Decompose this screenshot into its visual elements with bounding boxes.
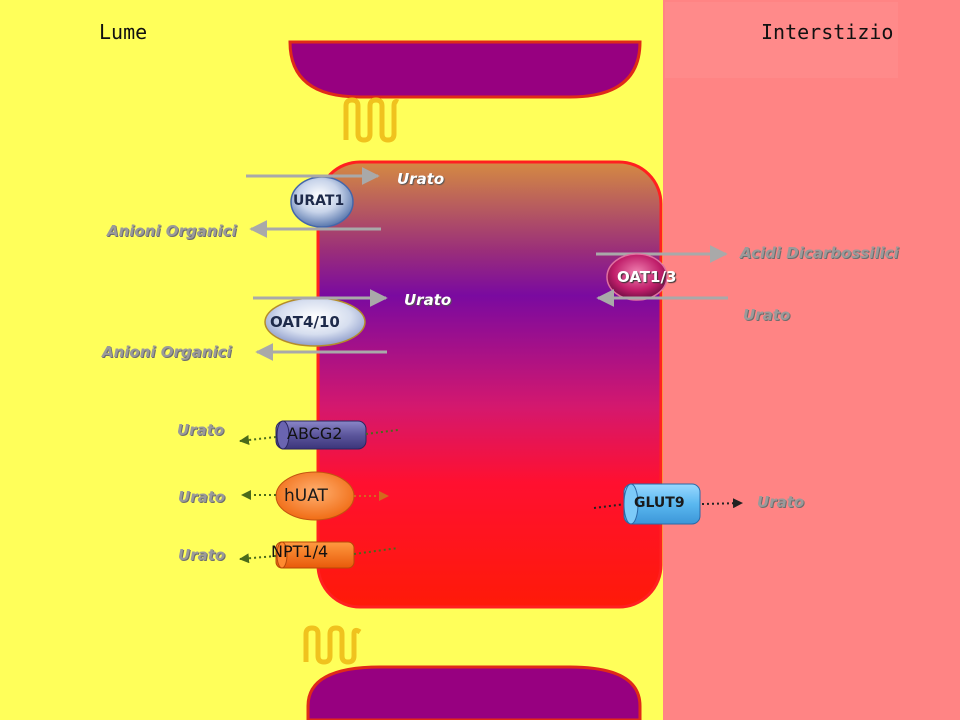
oat13-dicarboxylic-label: Acidi Dicarbossilici: [740, 244, 899, 262]
oat410-anions-label: Anioni Organici: [102, 343, 232, 361]
glut9-group: [593, 483, 743, 525]
huat-label: hUAT: [284, 486, 328, 506]
glut9-dotted-in: [593, 503, 627, 509]
huat-urate-label: Urato: [178, 488, 226, 506]
urat1-label: URAT1: [293, 193, 345, 209]
oat410-urate-label: Urato: [404, 291, 452, 309]
neighbor-cell-bottom: [306, 665, 642, 720]
urat1-urate-label: Urato: [397, 170, 445, 188]
urat1-group: [246, 167, 381, 238]
abcg2-cap: [276, 420, 290, 450]
npt14-urate-label: Urato: [178, 546, 226, 564]
glut9-label: GLUT9: [634, 495, 685, 511]
abcg2-group: [239, 420, 399, 450]
interstitium-label-box: [665, 2, 898, 78]
abcg2-label: ABCG2: [287, 424, 343, 443]
glut9-cap: [623, 483, 639, 525]
abcg2-urate-label: Urato: [177, 421, 225, 439]
abcg2-arrow-out: [239, 435, 277, 445]
glut9-arrow-out: [701, 498, 743, 509]
neighbor-cell-top: [288, 40, 642, 99]
tight-junction-top: [343, 97, 400, 143]
urat1-anions-label: Anioni Organici: [107, 222, 237, 240]
interstitium-region: [663, 0, 960, 720]
oat13-group: [596, 245, 728, 307]
oat410-group: [253, 289, 388, 361]
npt14-label: NPT1/4: [271, 542, 329, 561]
tight-junction-bottom: [303, 625, 362, 665]
npt14-transporter: [275, 541, 355, 569]
npt14-group: [239, 541, 399, 569]
oat13-urate-label: Urato: [743, 306, 791, 324]
abcg2-transporter: [275, 420, 367, 450]
epithelial-cell: [316, 160, 663, 609]
interstitium-label: Interstizio: [761, 20, 894, 44]
lumen-label: Lume: [99, 20, 148, 44]
npt14-cap: [276, 541, 288, 569]
glut9-urate-label: Urato: [757, 493, 805, 511]
oat410-label: OAT4/10: [270, 313, 340, 331]
oat13-transporter: [606, 253, 668, 301]
huat-group: [241, 471, 389, 521]
npt14-arrow-out: [239, 553, 277, 564]
oat13-label: OAT1/3: [617, 268, 677, 286]
abcg2-dotted-in: [365, 429, 399, 435]
